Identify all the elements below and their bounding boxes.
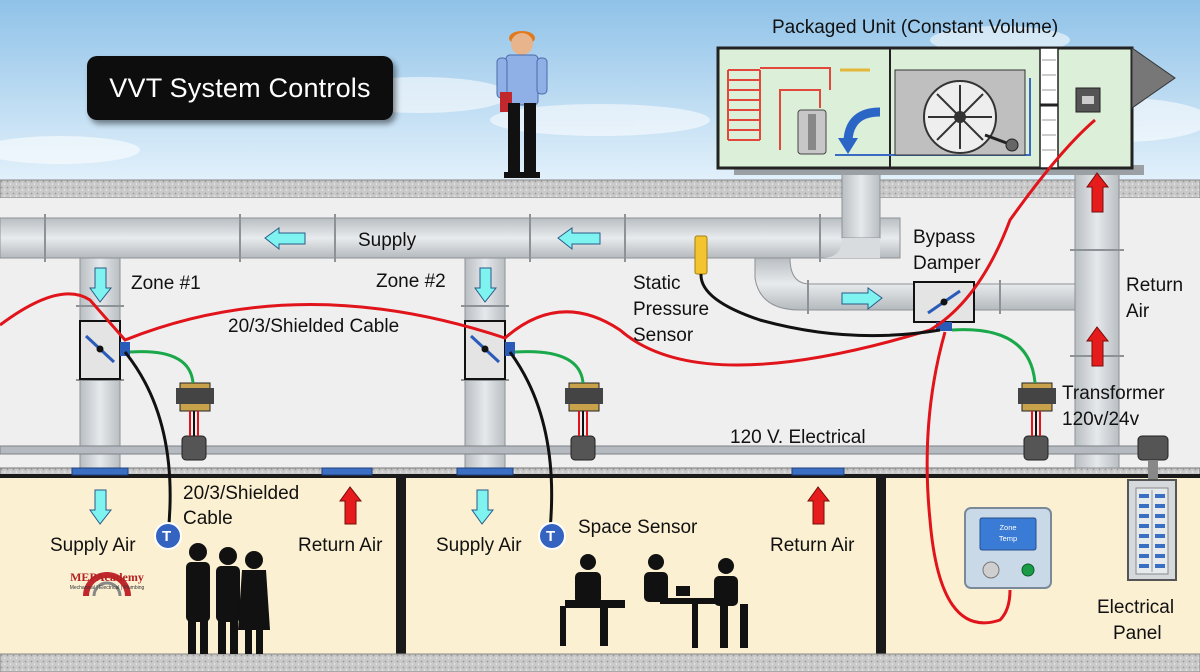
zone-temp-display: Zone Temp [982, 522, 1034, 546]
bypass-label-line1: Bypass [913, 227, 976, 248]
static-label-line1: Static [633, 273, 681, 294]
electrical-panel-label-line2: Panel [1113, 623, 1162, 644]
supply-airflow-arrows [89, 227, 883, 525]
transformer-3 [1018, 382, 1056, 461]
space-sensor-label: Space Sensor [578, 517, 698, 538]
logo-tagline: Mechanical | Electrical | Plumbing [69, 585, 145, 591]
packaged-unit [716, 46, 1176, 175]
electrical-120-label: 120 V. Electrical [730, 427, 866, 448]
zone-temp-line2: Temp [998, 534, 1018, 543]
bypass-label-line2: Damper [913, 253, 981, 274]
mep-academy-logo [83, 572, 131, 597]
static-pressure-sensor [694, 235, 708, 275]
supply-duct [0, 217, 901, 259]
thermostat-symbol-2: T [546, 528, 556, 545]
logo-name: MEPAcademy [70, 570, 144, 584]
junction-box [1137, 435, 1169, 461]
diffusers [71, 467, 845, 476]
wall-2 [876, 476, 886, 656]
static-label-line3: Sensor [633, 325, 694, 346]
return-air-right-line1: Return [1126, 275, 1184, 296]
electrical-panel [1127, 479, 1177, 581]
supply-label: Supply [358, 230, 417, 251]
return-air-1-label: Return Air [298, 535, 383, 556]
static-label-line2: Pressure [633, 299, 710, 320]
zone-temp-panel [964, 507, 1052, 589]
people-silhouettes-2 [560, 554, 748, 648]
title-banner: VVT System Controls [87, 56, 393, 120]
floor-slab [0, 653, 1200, 672]
page-title: VVT System Controls [109, 72, 371, 103]
cable-left-label-line2: Cable [183, 508, 233, 529]
bypass-damper [913, 281, 975, 331]
return-air-2-label: Return Air [770, 535, 855, 556]
space-sensor-1 [154, 522, 182, 550]
wall-1 [396, 476, 406, 656]
cable-top-label: 20/3/Shielded Cable [228, 316, 400, 337]
transformer-label-line1: Transformer [1062, 383, 1165, 404]
supply-air-2-label: Supply Air [436, 535, 522, 556]
zone1-label: Zone #1 [131, 273, 201, 294]
roof-slab [0, 179, 1200, 199]
green-wires [129, 328, 1037, 384]
thermostat-symbol-1: T [162, 528, 172, 545]
logo-text: MEPAcademy Mechanical | Electrical | Plu… [62, 570, 152, 591]
red-shielded-cable [0, 118, 1096, 367]
zone2-label: Zone #2 [376, 271, 446, 292]
return-air-right-line2: Air [1126, 301, 1150, 322]
transformer-1 [176, 382, 214, 461]
packaged-unit-label: Packaged Unit (Constant Volume) [772, 17, 1059, 38]
supply-air-1-label: Supply Air [50, 535, 136, 556]
transformer-label-line2: 120v/24v [1062, 409, 1140, 430]
black-sensor-cables [123, 273, 941, 536]
space-sensor-2 [538, 522, 566, 550]
cable-left-label-line1: 20/3/Shielded [183, 483, 300, 504]
people-silhouettes-1 [186, 543, 270, 654]
zone1-damper [79, 320, 130, 380]
worker-figure [496, 31, 548, 178]
return-airflow-arrows [339, 172, 1110, 525]
electrical-panel-label-line1: Electrical [1097, 597, 1175, 618]
zone-temp-line1: Zone [999, 523, 1017, 532]
transformer-2 [565, 382, 603, 461]
